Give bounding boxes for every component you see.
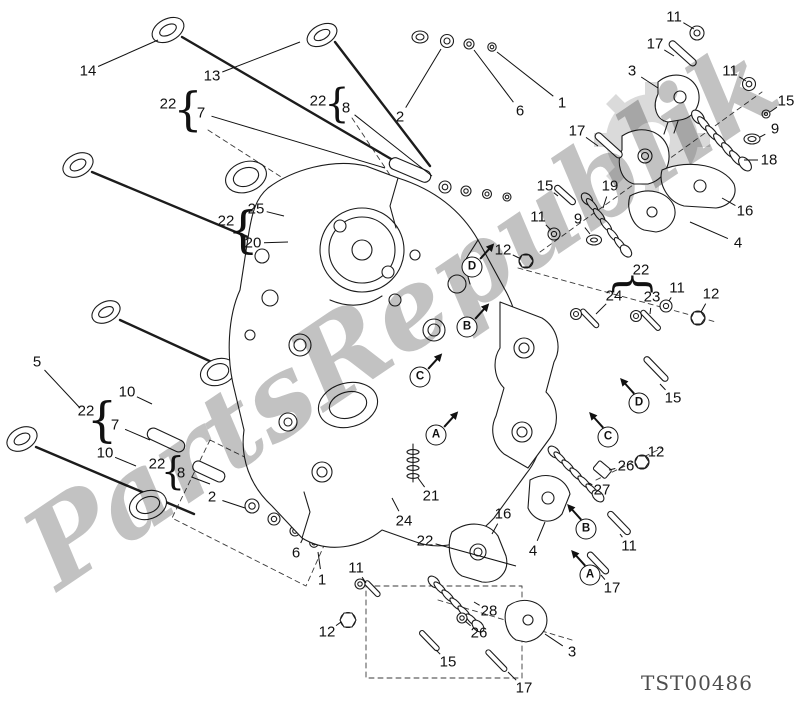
part-number-17: 17: [603, 579, 621, 597]
direction-arrow-icon: [593, 416, 604, 429]
part-number-10: 10: [96, 444, 114, 462]
part-number-2: 2: [207, 488, 217, 506]
part-number-22: 22: [416, 532, 434, 550]
assembly-callout-B: B: [575, 518, 597, 540]
part-number-24: 24: [605, 287, 623, 305]
part-number-11: 11: [621, 537, 637, 555]
part-number-3: 3: [567, 643, 577, 661]
group-brace: {: [324, 81, 350, 127]
assembly-callout-C: C: [597, 426, 619, 448]
part-number-22: 22: [77, 402, 95, 420]
part-number-15: 15: [439, 653, 457, 671]
valve-springs: [427, 109, 752, 633]
part-number-4: 4: [733, 234, 743, 252]
part-number-18: 18: [760, 151, 778, 169]
part-number-16: 16: [494, 505, 512, 523]
direction-arrow-icon: [575, 554, 586, 567]
group-brace: {: [86, 392, 118, 448]
part-number-25: 25: [247, 200, 265, 218]
part-number-17: 17: [568, 122, 586, 140]
direction-arrow-icon: [571, 508, 582, 521]
group-brace: {: [160, 449, 186, 493]
part-number-11: 11: [722, 62, 738, 80]
part-code: TST00486: [640, 671, 753, 695]
part-number-15: 15: [777, 92, 795, 110]
assembly-callout-D: D: [461, 256, 483, 278]
assembly-callout-D: D: [628, 392, 650, 414]
assembly-callout-A: A: [579, 564, 601, 586]
part-number-9: 9: [770, 120, 780, 138]
studs-screws: [354, 40, 697, 672]
group-brace: {: [173, 82, 203, 136]
part-number-6: 6: [515, 102, 525, 120]
part-number-24: 24: [395, 512, 413, 530]
part-number-5: 5: [32, 353, 42, 371]
part-number-22: 22: [159, 95, 177, 113]
part-number-14: 14: [79, 62, 97, 80]
part-number-26: 26: [617, 457, 635, 475]
part-number-27: 27: [593, 481, 611, 499]
part-number-15: 15: [536, 177, 554, 195]
part-number-12: 12: [702, 285, 720, 303]
part-number-16: 16: [736, 202, 754, 220]
part-number-6: 6: [291, 544, 301, 562]
part-number-1: 1: [317, 571, 327, 589]
part-number-3: 3: [627, 62, 637, 80]
part-number-11: 11: [530, 208, 546, 226]
part-number-15: 15: [664, 389, 682, 407]
part-number-9: 9: [573, 210, 583, 228]
part-number-7: 7: [110, 416, 120, 434]
part-number-1: 1: [557, 94, 567, 112]
valve-heads: [6, 16, 338, 521]
assembly-callout-A: A: [425, 424, 447, 446]
direction-arrow-icon: [443, 415, 454, 428]
part-number-20: 20: [244, 234, 262, 252]
direction-arrow-icon: [479, 247, 490, 260]
part-number-21: 21: [422, 487, 440, 505]
assembly-callout-C: C: [409, 366, 431, 388]
part-number-10: 10: [118, 383, 136, 401]
direction-arrow-icon: [474, 307, 485, 320]
part-number-4: 4: [528, 542, 538, 560]
part-number-23: 23: [643, 288, 661, 306]
cam-bracket: [492, 301, 559, 469]
part-number-8: 8: [176, 464, 186, 482]
detent-spring: [406, 443, 420, 483]
part-number-11: 11: [669, 279, 685, 297]
part-number-22: 22: [217, 212, 235, 230]
part-number-12: 12: [318, 623, 336, 641]
part-number-8: 8: [341, 99, 351, 117]
part-number-17: 17: [515, 679, 533, 697]
part-number-12: 12: [494, 241, 512, 259]
group-brace: {: [227, 201, 259, 259]
part-number-12: 12: [647, 443, 665, 461]
direction-arrow-icon: [624, 382, 635, 395]
part-number-2: 2: [395, 108, 405, 126]
part-number-11: 11: [666, 8, 682, 26]
direction-arrow-icon: [427, 357, 438, 370]
part-number-28: 28: [480, 602, 498, 620]
part-number-22: 22: [148, 455, 166, 473]
caps-seats: [339, 25, 771, 629]
part-number-19: 19: [601, 177, 619, 195]
part-number-11: 11: [348, 559, 364, 577]
assembly-callout-B: B: [456, 316, 478, 338]
part-number-7: 7: [196, 104, 206, 122]
part-number-17: 17: [646, 35, 664, 53]
part-number-22: 22: [632, 261, 650, 279]
part-number-13: 13: [203, 67, 221, 85]
group-brace: {: [608, 270, 659, 298]
part-number-22: 22: [309, 92, 327, 110]
part-number-26: 26: [470, 624, 488, 642]
